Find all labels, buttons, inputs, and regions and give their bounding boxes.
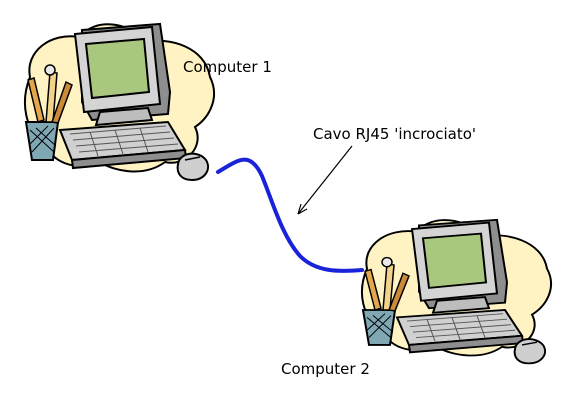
crossover-cable [216,157,364,273]
computer-1-clipart [24,23,216,181]
computer-1-label: Computer 1 [183,58,272,76]
pointer-arrow [297,145,353,215]
computer-2-label: Computer 2 [281,360,370,378]
cable-label: Cavo RJ45 'incrociato' [313,125,477,143]
computer-2-clipart [361,218,553,365]
